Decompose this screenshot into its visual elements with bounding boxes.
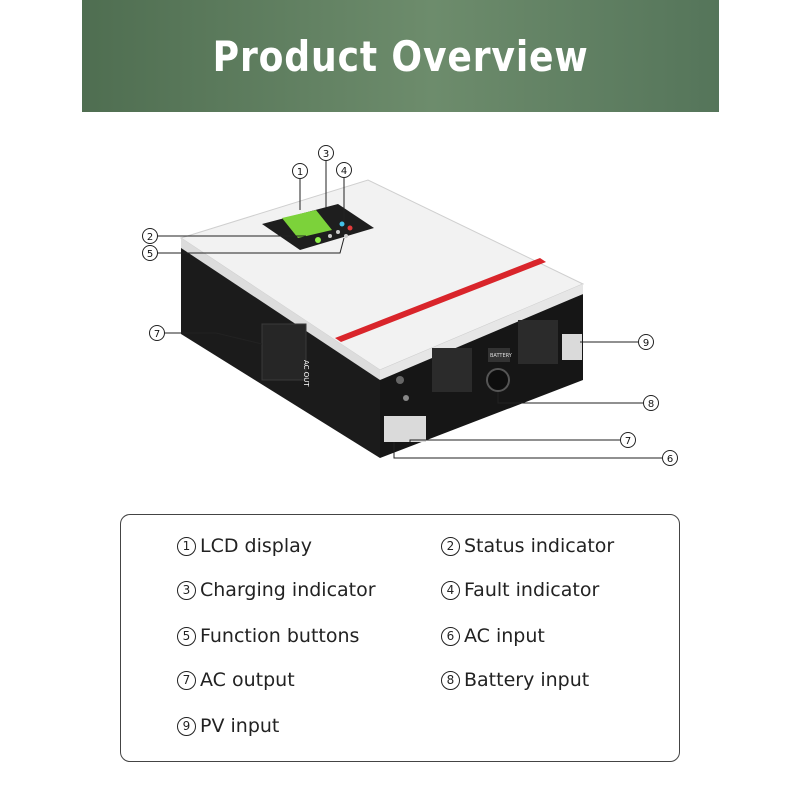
fault-led bbox=[347, 225, 353, 231]
product-figure: AC OUT BATTERY 1 bbox=[0, 112, 800, 500]
legend-label: AC input bbox=[464, 625, 545, 647]
cover-edge-left bbox=[181, 238, 380, 380]
callout-5: 5 bbox=[142, 245, 158, 261]
legend-label: Status indicator bbox=[464, 535, 615, 557]
svg-text:7: 7 bbox=[625, 436, 631, 447]
ac-terminals bbox=[384, 416, 426, 442]
callout-1: 1 bbox=[292, 163, 308, 179]
red-accent-stripe bbox=[335, 258, 546, 342]
legend-item-pv-input: 9 PV input bbox=[177, 715, 279, 737]
legend-item-fault-indicator: 4 Fault indicator bbox=[441, 579, 599, 601]
callout-2: 2 bbox=[142, 228, 158, 244]
callout-9: 9 bbox=[638, 334, 654, 350]
legend-number: 9 bbox=[177, 716, 196, 736]
legend-item-status-indicator: 2 Status indicator bbox=[441, 535, 614, 557]
legend-number: 2 bbox=[441, 536, 460, 556]
legend-number: 4 bbox=[441, 580, 460, 600]
legend-label: PV input bbox=[200, 715, 280, 737]
svg-text:1: 1 bbox=[297, 167, 303, 178]
lcd-display bbox=[282, 210, 332, 238]
title-banner: Product Overview bbox=[82, 0, 719, 112]
function-button-c bbox=[344, 234, 348, 238]
legend-item-battery-input: 8 Battery input bbox=[441, 669, 589, 691]
function-button-a bbox=[328, 234, 332, 238]
callout-8: 8 bbox=[643, 395, 659, 411]
svg-text:5: 5 bbox=[147, 249, 153, 260]
callout-7-front: 7 bbox=[620, 432, 636, 448]
callout-7-left: 7 bbox=[149, 325, 165, 341]
legend-number: 3 bbox=[177, 580, 196, 600]
function-button-b bbox=[336, 230, 340, 234]
svg-text:3: 3 bbox=[323, 149, 329, 160]
callout-4: 4 bbox=[336, 162, 352, 178]
ac-out-port bbox=[261, 323, 307, 381]
breaker-button bbox=[403, 395, 409, 401]
legend-item-charging-indicator: 3 Charging indicator bbox=[177, 579, 376, 601]
front-vent-right bbox=[518, 320, 558, 364]
svg-text:2: 2 bbox=[147, 232, 153, 243]
legend-item-lcd-display: 1 LCD display bbox=[177, 535, 312, 557]
pv-terminals bbox=[562, 334, 582, 360]
callout-3: 3 bbox=[318, 145, 334, 161]
svg-text:6: 6 bbox=[667, 454, 673, 465]
status-led bbox=[315, 237, 321, 243]
legend-label: Function buttons bbox=[200, 625, 360, 647]
front-vent-left bbox=[432, 348, 472, 392]
cover-edge-front bbox=[380, 284, 583, 380]
legend-number: 5 bbox=[177, 626, 196, 646]
svg-text:7: 7 bbox=[154, 329, 160, 340]
legend-item-function-buttons: 5 Function buttons bbox=[177, 625, 359, 647]
svg-text:4: 4 bbox=[341, 166, 347, 177]
legend-box: 1 LCD display 2 Status indicator 3 Charg… bbox=[120, 514, 680, 762]
legend-label: AC output bbox=[200, 669, 295, 691]
legend-number: 1 bbox=[177, 536, 196, 556]
legend-number: 7 bbox=[177, 670, 196, 690]
legend-label: LCD display bbox=[200, 535, 312, 557]
legend-label: Battery input bbox=[464, 669, 590, 691]
page-title: Product Overview bbox=[212, 31, 589, 81]
battery-socket bbox=[486, 368, 510, 392]
legend-label: Fault indicator bbox=[464, 579, 600, 601]
leader-lines bbox=[157, 161, 662, 459]
battery-label-plate bbox=[488, 348, 510, 362]
ac-out-label: AC OUT bbox=[302, 360, 310, 387]
charging-led bbox=[339, 221, 345, 227]
legend-item-ac-output: 7 AC output bbox=[177, 669, 295, 691]
callout-6: 6 bbox=[662, 450, 678, 466]
ground-screw bbox=[396, 376, 404, 384]
svg-text:9: 9 bbox=[643, 338, 649, 349]
inverter-illustration: AC OUT BATTERY 1 bbox=[142, 145, 678, 466]
legend-label: Charging indicator bbox=[200, 579, 376, 601]
legend-number: 6 bbox=[441, 626, 460, 646]
battery-socket-label: BATTERY bbox=[490, 353, 513, 359]
legend-item-ac-input: 6 AC input bbox=[441, 625, 545, 647]
svg-text:8: 8 bbox=[648, 399, 654, 410]
legend-number: 8 bbox=[441, 670, 460, 690]
